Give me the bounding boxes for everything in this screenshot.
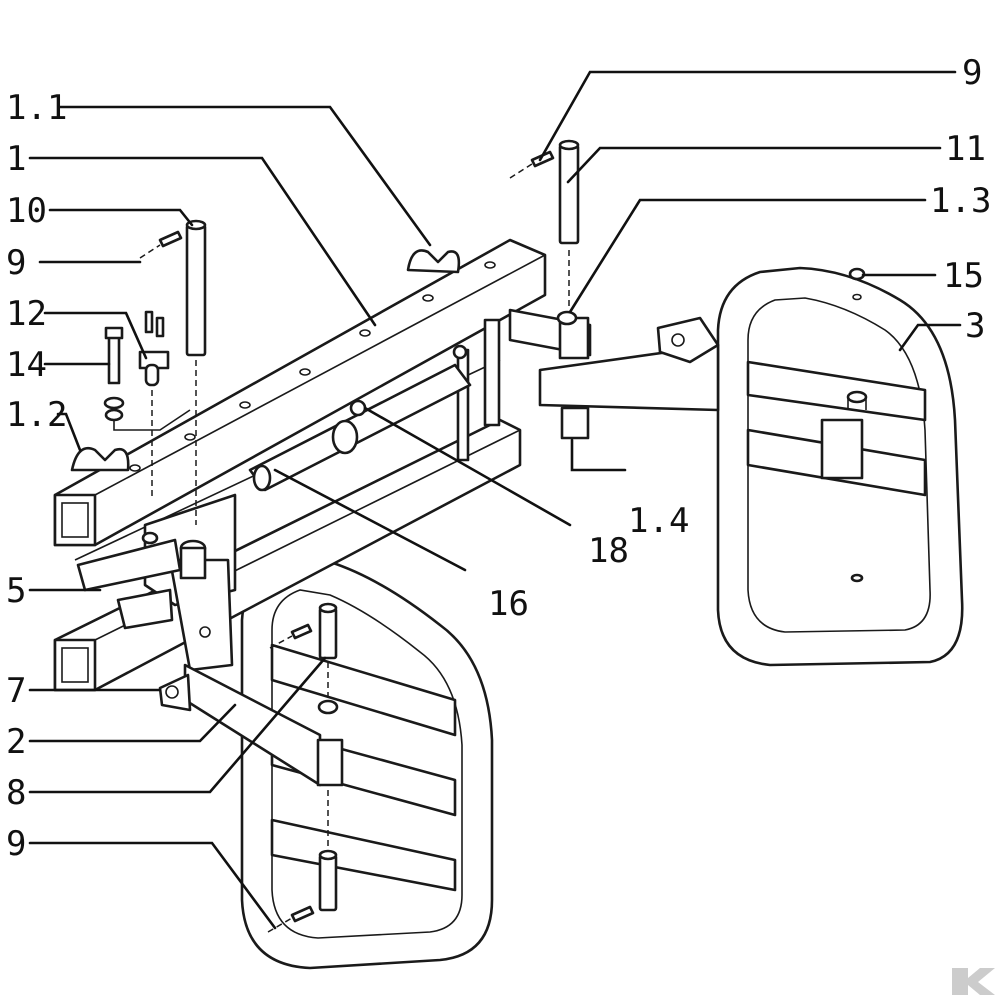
- label-1: 1: [6, 139, 26, 179]
- label-18: 18: [588, 531, 629, 571]
- label-11: 11: [945, 129, 986, 169]
- label-1-4: 1.4: [628, 501, 689, 541]
- bolt-14: [103, 326, 191, 431]
- split-pin-left: [139, 230, 183, 259]
- right-frame: [716, 266, 964, 667]
- pin-lower: [318, 790, 338, 912]
- label-10: 10: [6, 191, 47, 231]
- label-9-bottom: 9: [6, 824, 26, 864]
- upright-post: [483, 318, 501, 427]
- clamp-top: [406, 249, 461, 274]
- pin-11: [558, 139, 580, 310]
- label-2: 2: [6, 722, 26, 762]
- part-labels: 1.1 1 10 9 12 14 1.2 5 7 2 8 9 9 11 1.3 …: [6, 53, 991, 864]
- label-1-3: 1.3: [930, 181, 991, 221]
- label-5: 5: [6, 571, 26, 611]
- label-3: 3: [965, 306, 985, 346]
- left-arm: [76, 493, 344, 787]
- clamp-left: [70, 446, 130, 472]
- left-frame: [240, 558, 494, 970]
- label-1-2: 1.2: [6, 395, 67, 435]
- label-9-top: 9: [962, 53, 982, 93]
- label-8: 8: [6, 773, 26, 813]
- label-15: 15: [943, 256, 984, 296]
- split-pin-bottom: [267, 905, 315, 933]
- brand-logo-icon: [952, 968, 995, 995]
- upright-post-2: [456, 348, 470, 462]
- label-14: 14: [6, 345, 47, 385]
- main-beam: [53, 238, 547, 547]
- hydraulic-cylinder: [248, 344, 472, 492]
- split-pin-top: [509, 150, 555, 179]
- right-arm: [508, 308, 720, 440]
- label-7: 7: [6, 671, 26, 711]
- pin-10: [185, 219, 207, 525]
- split-pin-mid: [269, 623, 313, 649]
- pin-8: [317, 602, 339, 715]
- label-1-1: 1.1: [6, 88, 67, 128]
- leader-lines: [28, 70, 962, 930]
- assembly-drawing: [53, 139, 964, 970]
- clip-12: [138, 310, 170, 500]
- label-9-left: 9: [6, 243, 26, 283]
- label-16: 16: [488, 584, 529, 624]
- label-12: 12: [6, 294, 47, 334]
